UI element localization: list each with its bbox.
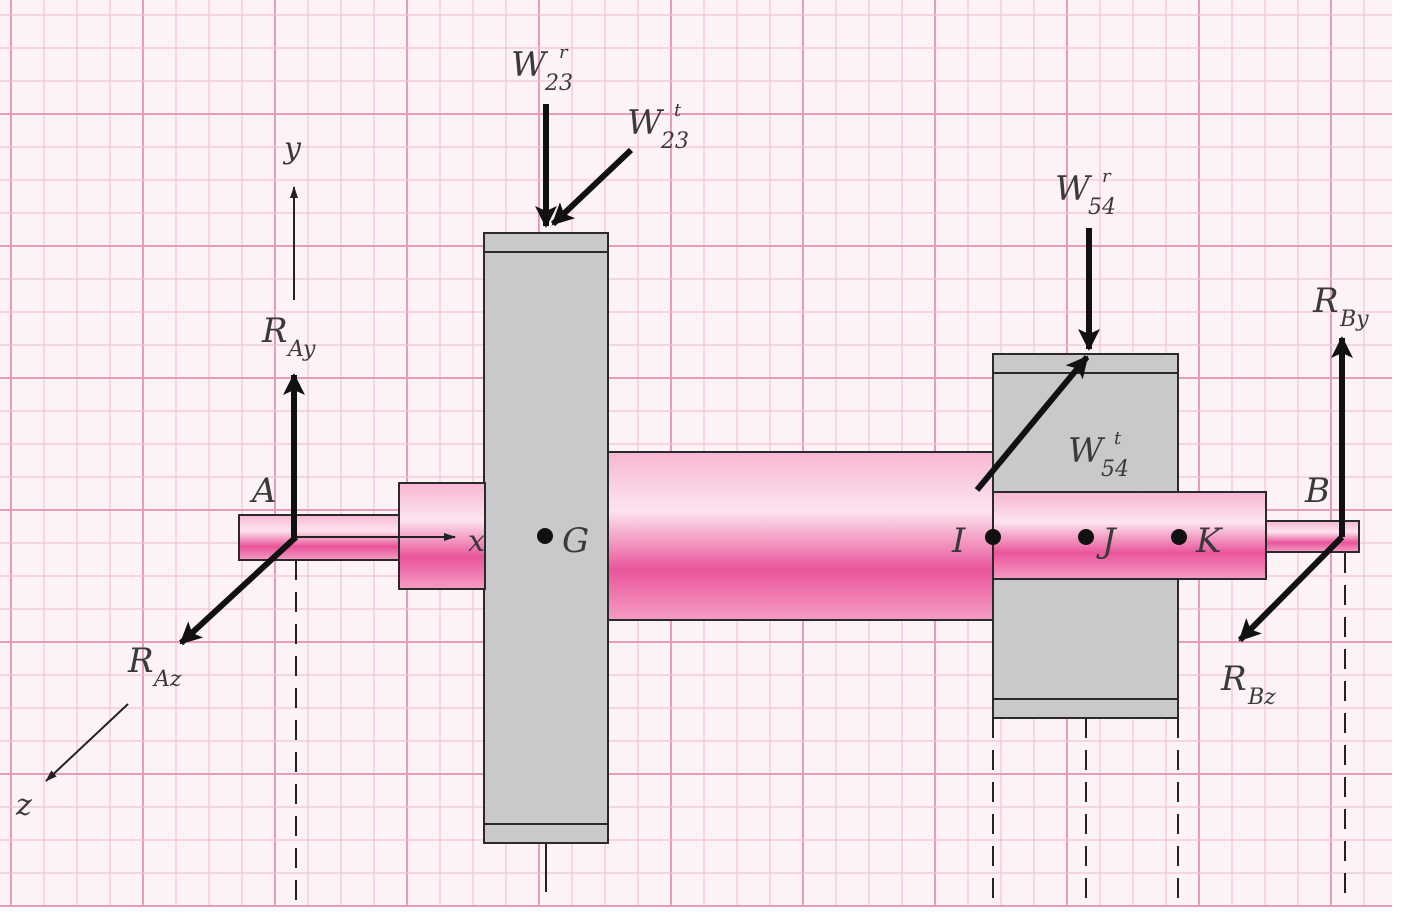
shaft-step-right <box>992 491 1267 580</box>
svg-text:W: W <box>1068 431 1106 471</box>
svg-text:By: By <box>1339 307 1369 332</box>
station-dots <box>537 528 1187 545</box>
point-I-dot <box>985 529 1001 545</box>
label-RBy: R By <box>1312 281 1369 332</box>
RBz-arrow-icon <box>1237 534 1345 643</box>
point-J-dot <box>1078 529 1094 545</box>
svg-text:23: 23 <box>544 71 573 96</box>
svg-text:W: W <box>627 103 665 143</box>
svg-text:R: R <box>261 311 288 351</box>
z-axis-label: z <box>15 788 32 823</box>
point-I-label: I <box>951 521 966 561</box>
shaft <box>238 451 1360 621</box>
label-RBz: R Bz <box>1220 659 1276 710</box>
svg-text:R: R <box>1312 281 1339 321</box>
svg-text:W: W <box>1055 169 1093 209</box>
point-A-label: A <box>249 471 277 511</box>
z-axis-arrow-icon <box>45 703 129 782</box>
coordinate-axes <box>45 186 456 782</box>
point-G-label: G <box>562 521 589 561</box>
svg-text:R: R <box>1220 659 1247 699</box>
label-W23r: W r 23 <box>511 42 573 96</box>
svg-text:Az: Az <box>152 667 182 692</box>
RAz-arrow-icon <box>178 534 299 646</box>
svg-text:Bz: Bz <box>1247 685 1276 710</box>
svg-text:Ay: Ay <box>286 337 316 362</box>
svg-text:W: W <box>511 45 549 85</box>
y-axis-label: y <box>282 131 302 166</box>
point-B-label: B <box>1304 471 1330 511</box>
label-W54r: W r 54 <box>1055 166 1116 220</box>
label-W54t: W t 54 <box>1068 428 1129 482</box>
point-J-label: J <box>1096 521 1118 561</box>
point-G-dot <box>537 528 553 544</box>
label-W23t: W t 23 <box>627 100 689 154</box>
shaft-main-body <box>607 451 994 621</box>
W23t-arrow-icon <box>550 147 634 227</box>
right-margin <box>1392 0 1402 907</box>
label-RAz: R Az <box>127 641 182 692</box>
svg-text:r: r <box>559 42 569 63</box>
svg-text:t: t <box>1114 428 1122 449</box>
point-K-dot <box>1171 529 1187 545</box>
x-axis-label: x <box>468 524 485 559</box>
point-K-label: K <box>1195 521 1224 561</box>
shaft-end-right <box>1265 520 1360 553</box>
W54t-arrow-icon <box>974 355 1090 492</box>
svg-text:23: 23 <box>660 129 689 154</box>
svg-text:r: r <box>1102 166 1112 187</box>
svg-text:t: t <box>674 100 682 121</box>
svg-text:54: 54 <box>1088 195 1116 220</box>
svg-text:R: R <box>127 641 154 681</box>
label-RAy: R Ay <box>261 311 316 362</box>
station-lines <box>295 553 1346 905</box>
svg-text:54: 54 <box>1101 457 1129 482</box>
force-arrows <box>178 104 1353 646</box>
